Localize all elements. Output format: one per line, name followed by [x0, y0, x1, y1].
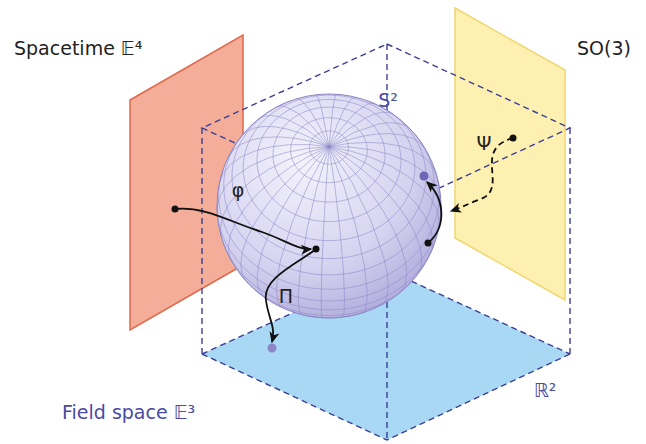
cube-edge: [201, 128, 202, 354]
label: Spacetime 𝔼⁴: [14, 37, 142, 60]
point: [420, 172, 429, 181]
label: ℝ²: [534, 379, 557, 402]
cube-outline: [202, 44, 570, 440]
cube-front-bottom: [202, 354, 570, 440]
sphere: [217, 94, 441, 318]
point: [313, 246, 320, 253]
phi-arrow: [175, 209, 311, 249]
sphere-grid: [217, 94, 441, 318]
cube-edge: [569, 128, 570, 354]
pi-arrow: [266, 249, 316, 342]
label: Π: [279, 285, 293, 308]
point: [268, 344, 277, 353]
sphere-body: [217, 94, 441, 318]
maps: [175, 138, 513, 342]
orbit-arrow: [427, 182, 441, 243]
group-plane: [455, 8, 565, 300]
label: SO(3): [577, 37, 631, 60]
point: [425, 240, 432, 247]
label: S²: [378, 89, 398, 112]
point: [172, 206, 179, 213]
label: φ: [232, 179, 245, 202]
point: [510, 135, 517, 142]
label: Field space 𝔼³: [62, 401, 195, 424]
label: Ψ: [477, 132, 492, 155]
points: [172, 135, 517, 353]
